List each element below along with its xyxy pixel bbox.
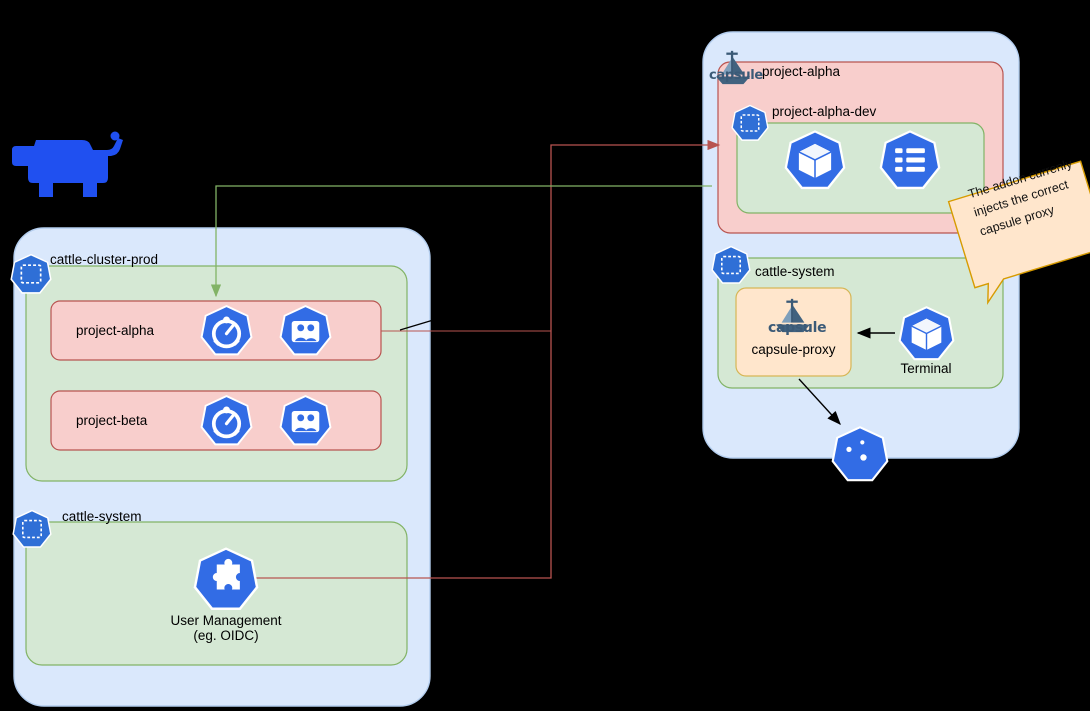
connector-proxy-to-apiserver: [798, 378, 841, 426]
capsule-sailboat-logo-tenant: [715, 50, 751, 85]
namespace-icon-right-cattle-system: [711, 245, 751, 284]
group-membership-icon-beta: [279, 395, 332, 446]
pod-icon: [784, 130, 846, 190]
namespace-icon-left-cluster: [10, 253, 52, 294]
capsule-logo-text-proxy: capsule: [768, 320, 827, 336]
connector-project-to-namespace: [210, 185, 712, 298]
left-cluster-label: cattle-cluster-prod: [50, 252, 159, 267]
capsule-logo-text-tenant: capsule: [709, 68, 763, 83]
puzzle-addon-icon: [193, 547, 259, 611]
terminal-label: Terminal: [900, 361, 952, 376]
namespace-icon-project-alpha-dev: [731, 104, 769, 141]
capsule-sailboat-logo-proxy: [775, 298, 811, 333]
left-cattle-system-label: cattle-system: [62, 509, 142, 524]
resource-quota-icon-beta: [200, 395, 253, 446]
project-beta-label: project-beta: [76, 413, 148, 428]
project-alpha-dev-namespace-box: [736, 122, 985, 214]
connector-addon-to-tenant: [226, 139, 721, 579]
gears-icon: [831, 426, 889, 482]
project-alpha-label: project-alpha: [76, 323, 155, 338]
terminal-pod-box-icon: [898, 306, 955, 361]
group-membership-icon-alpha: [279, 305, 332, 356]
user-management-label-line1: User Management: [170, 613, 282, 628]
user-management-label-line2: (eg. OIDC): [193, 628, 259, 643]
leader-line-project-alpha: [399, 317, 441, 331]
capsule-proxy-label: capsule-proxy: [751, 342, 836, 357]
configmap-icon: [879, 130, 941, 190]
project-alpha-dev-label: project-alpha-dev: [772, 104, 877, 119]
cattle-logo: [12, 131, 123, 197]
namespace-icon-left-cattle-system: [12, 509, 52, 548]
tenant-label: project-alpha: [762, 64, 841, 79]
annotation-note: [947, 160, 1090, 305]
right-cattle-system-label: cattle-system: [755, 264, 835, 279]
resource-quota-icon-alpha: [200, 305, 253, 356]
